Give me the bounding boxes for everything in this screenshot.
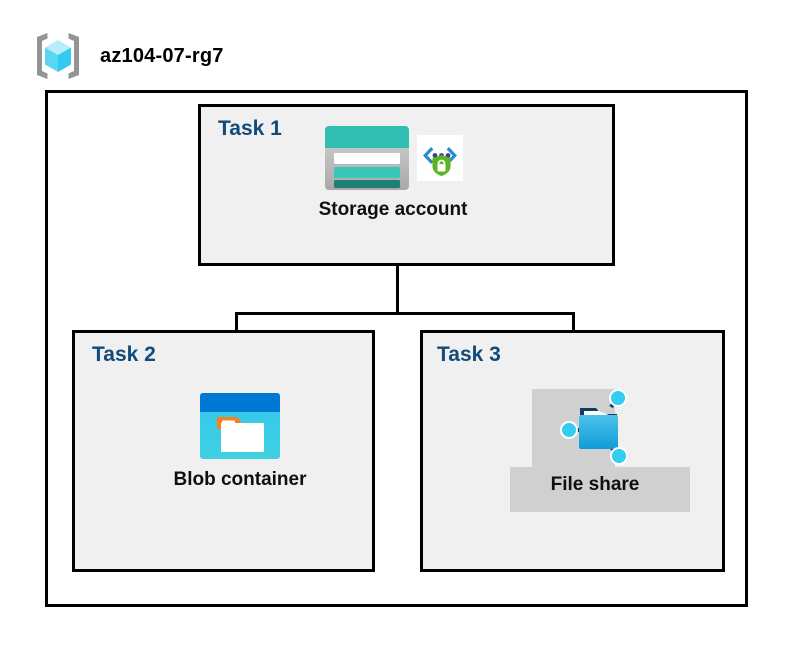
file-share-icon	[554, 389, 636, 467]
secure-transfer-icon	[417, 135, 463, 181]
task-3-label: Task 3	[437, 343, 501, 366]
file-share-label-highlight	[510, 467, 690, 512]
storage-account-icon-row	[323, 124, 463, 192]
file-share-caption: File share	[550, 474, 640, 495]
storage-account-node: Storage account	[288, 124, 498, 221]
blob-container-icon-row	[197, 390, 283, 462]
task-1-label: Task 1	[218, 117, 282, 140]
connector-horizontal-bar	[235, 312, 575, 315]
file-share-icon-row	[554, 389, 636, 467]
storage-account-icon	[323, 124, 411, 192]
task-2-label: Task 2	[92, 343, 156, 366]
resource-group-header: az104-07-rg7	[30, 26, 350, 86]
storage-account-caption: Storage account	[318, 199, 468, 220]
resource-group-icon	[30, 28, 86, 84]
blob-container-caption: Blob container	[173, 469, 307, 490]
connector-storage-trunk	[396, 265, 399, 315]
file-share-node: File share	[495, 389, 695, 496]
blob-container-icon	[197, 390, 283, 462]
blob-container-node: Blob container	[140, 390, 340, 491]
resource-group-name: az104-07-rg7	[100, 44, 224, 67]
